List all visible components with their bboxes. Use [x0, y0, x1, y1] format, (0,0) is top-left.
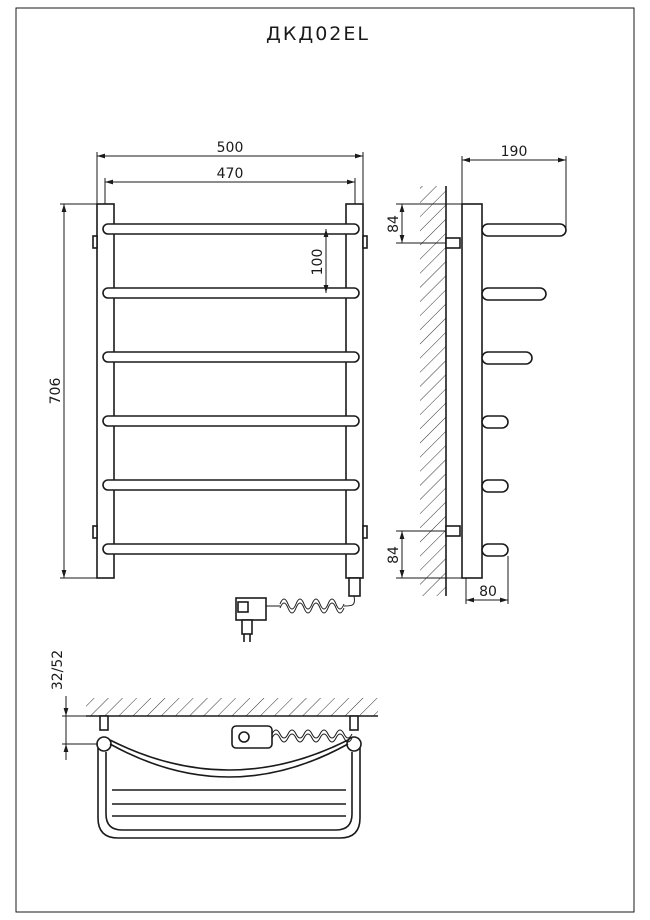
- post-top-left: [96, 736, 112, 752]
- post-top-right: [346, 736, 362, 752]
- drawing-frame: [15, 7, 635, 913]
- side-view: 190 84 84 80: [386, 144, 567, 604]
- side-bar: [481, 287, 547, 301]
- u-bar: [97, 748, 361, 839]
- dim-depth: 190: [501, 144, 528, 160]
- wall-hatch: [420, 186, 446, 596]
- side-bar: [481, 543, 509, 557]
- dim-inner-width: 470: [217, 166, 244, 182]
- stud-right-bottom: [362, 525, 368, 539]
- crossbar: [102, 479, 360, 491]
- side-bar: [481, 351, 533, 365]
- crossbar: [102, 223, 360, 235]
- heater-controller: [231, 725, 273, 749]
- side-post: [461, 203, 483, 579]
- wall-bracket-top: [445, 237, 461, 249]
- stud-left-top: [92, 235, 98, 249]
- dim-bar-spacing: 100: [310, 249, 326, 276]
- curved-bar: [109, 743, 349, 778]
- dim-bracket-bottom: 84: [386, 546, 402, 564]
- dim-bracket-top: 84: [386, 215, 402, 233]
- top-view: 32/52: [50, 650, 378, 839]
- front-view: 500 470 100 706: [48, 140, 368, 642]
- drawing-title: ДКД02EL: [266, 23, 370, 45]
- wall-hatch-top: [86, 698, 378, 716]
- crossbar: [102, 415, 360, 427]
- side-bar: [481, 223, 567, 237]
- plug: [235, 597, 267, 642]
- left-post: [96, 203, 115, 579]
- dim-overall-width: 500: [217, 140, 244, 156]
- stud-left-bottom: [92, 525, 98, 539]
- dim-height: 706: [48, 378, 64, 405]
- right-post: [345, 203, 364, 579]
- stud-right-top: [362, 235, 368, 249]
- heater-housing: [348, 577, 361, 597]
- crossbar: [102, 543, 360, 555]
- side-bar: [481, 479, 509, 493]
- coiled-cable: [279, 595, 355, 610]
- wall-bracket-bottom: [445, 525, 461, 537]
- crossbar: [102, 351, 360, 363]
- side-bar: [481, 415, 509, 429]
- crossbar: [102, 287, 360, 299]
- dim-wall-gap: 32/52: [50, 650, 66, 690]
- dim-min-depth: 80: [479, 584, 497, 600]
